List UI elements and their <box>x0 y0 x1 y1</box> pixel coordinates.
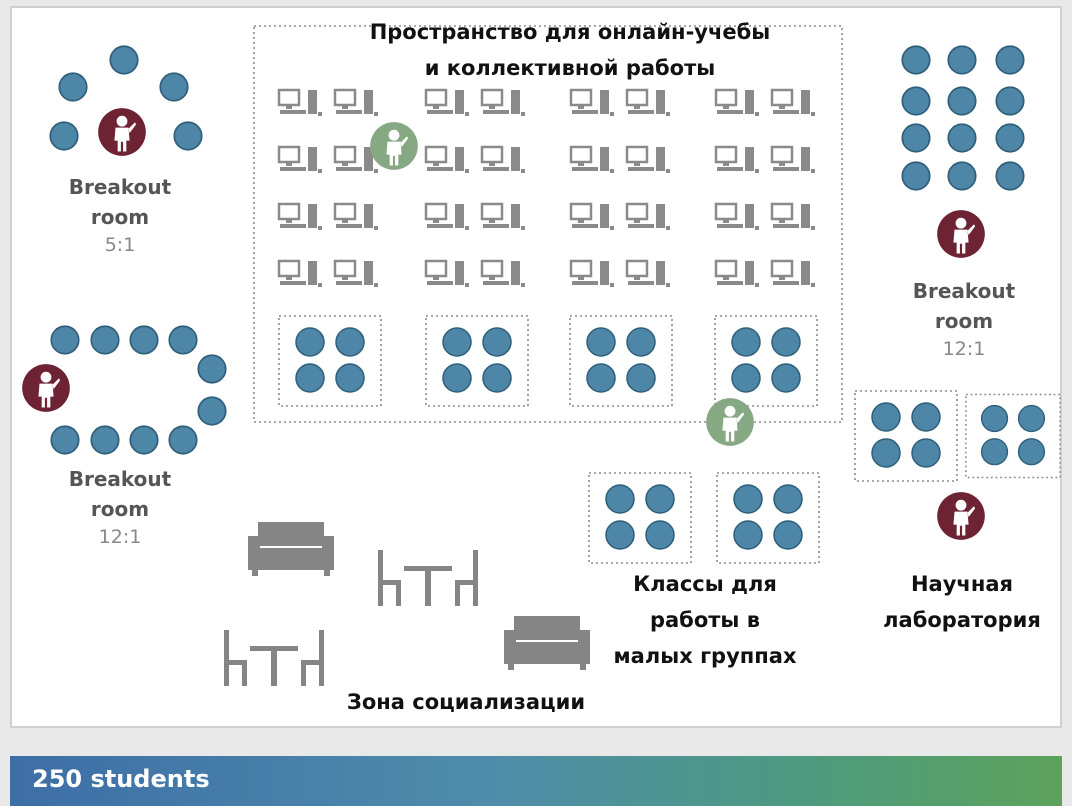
assistant-icon <box>706 398 754 446</box>
science-lab-pods <box>854 390 1061 482</box>
small-group-pods <box>588 472 820 564</box>
sofa-icon <box>504 616 590 670</box>
breakout-room-label-12-1-right: Breakout room 12:1 <box>912 279 1016 360</box>
breakout-room-label-12-1-left: Breakout room 12:1 <box>68 467 172 548</box>
teacher-icon <box>98 108 146 156</box>
science-lab-label: Научная лаборатория <box>883 572 1041 632</box>
teacher-icon <box>937 492 985 540</box>
online-space-border <box>253 25 843 423</box>
computer-column-4 <box>714 88 817 289</box>
teacher-icon <box>22 364 70 412</box>
breakout-room-12-1-right-seats <box>901 45 1025 191</box>
breakout-room-12-1-left-seats <box>50 325 227 455</box>
teacher-icon <box>937 210 985 258</box>
pod <box>716 472 820 564</box>
breakout-room-label-5-1: Breakout room 5:1 <box>68 175 172 256</box>
online-space-label: Пространство для онлайн-учебы и коллекти… <box>369 20 771 80</box>
computer-column-1 <box>277 88 380 289</box>
pod <box>965 393 1061 479</box>
pod <box>854 390 958 482</box>
footer-banner: 250 students <box>10 756 1062 806</box>
sofa-icon <box>248 522 334 576</box>
table-chairs-icon <box>224 630 324 686</box>
pod <box>588 472 692 564</box>
online-space-pods <box>278 315 818 407</box>
pod <box>278 315 382 407</box>
pod <box>425 315 529 407</box>
computer-grid <box>277 88 817 289</box>
student-count-label: 250 students <box>32 765 210 793</box>
small-groups-label: Классы для работы в малых группах <box>613 572 797 668</box>
social-zone-furniture <box>224 522 590 686</box>
social-zone-label: Зона социализации <box>346 690 586 714</box>
table-chairs-icon <box>378 550 478 606</box>
pod <box>569 315 673 407</box>
computer-column-3 <box>569 88 672 289</box>
computer-column-2 <box>424 88 527 289</box>
assistant-icon <box>370 122 418 170</box>
pod <box>714 315 818 407</box>
